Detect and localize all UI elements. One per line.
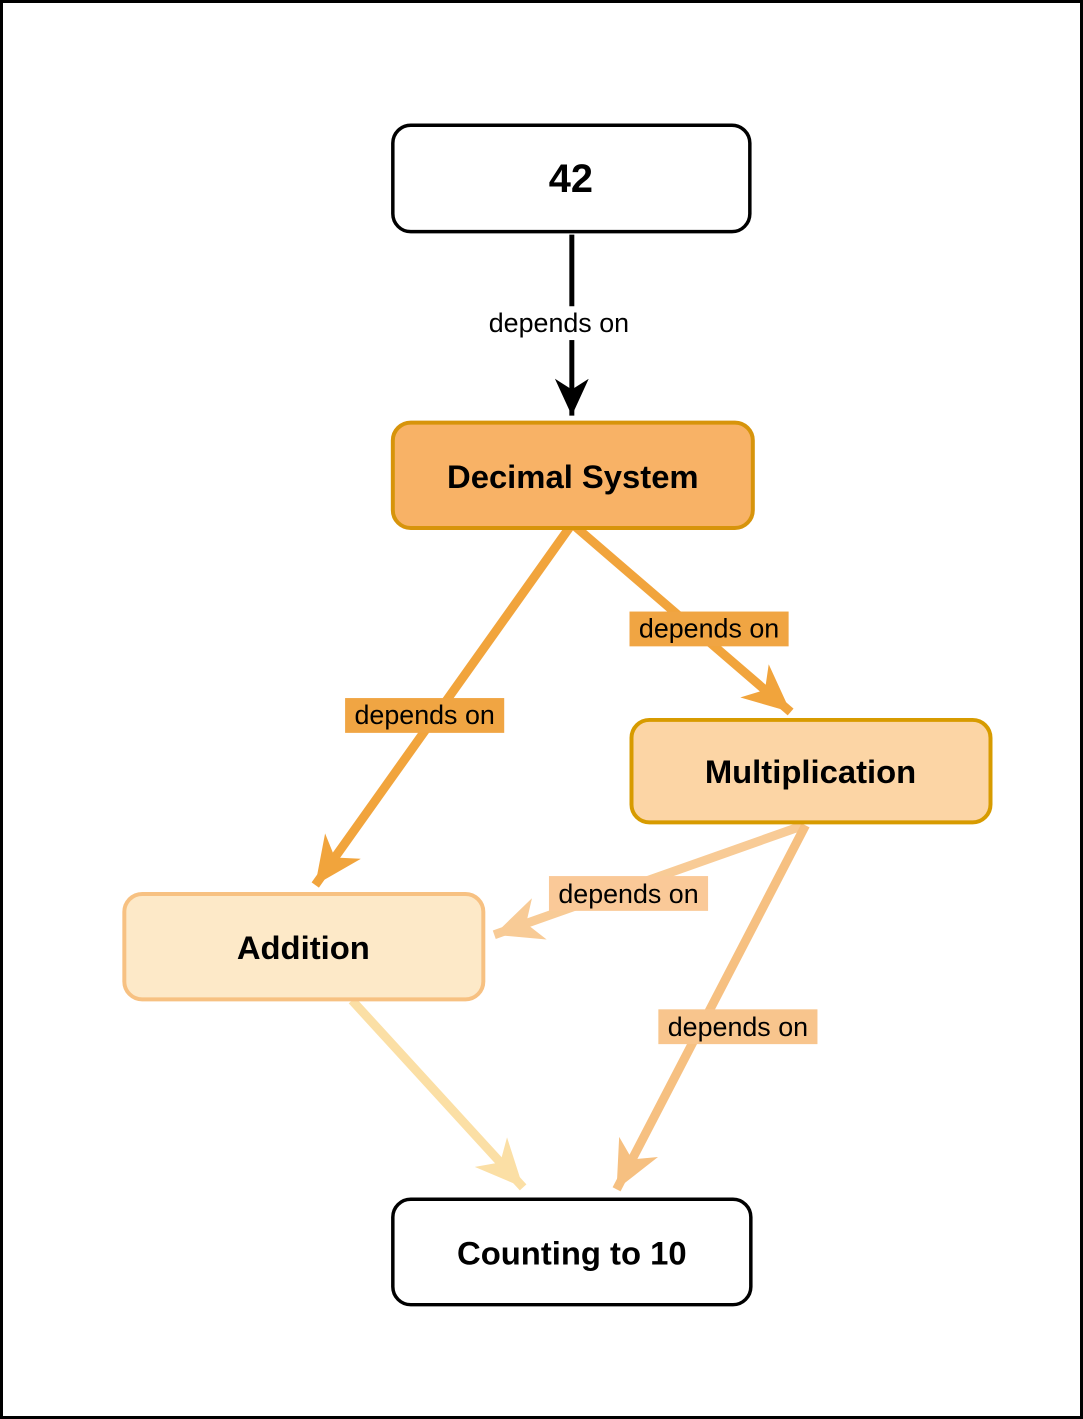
node-addition: Addition xyxy=(122,891,486,1002)
node-box xyxy=(122,891,486,1002)
node-label: Decimal System xyxy=(447,458,699,495)
node-42: 42 xyxy=(391,123,752,234)
edge-labels-layer: depends on depends on depends on depends… xyxy=(345,306,818,1045)
edge-label-text: depends on xyxy=(639,613,779,643)
node-label: 42 xyxy=(549,157,593,201)
edge-label-bg xyxy=(479,306,639,341)
edge-label: depends on xyxy=(658,1009,818,1045)
edge-addition-counting-to-10 xyxy=(348,997,527,1191)
dependency-graph: depends on depends on depends on depends… xyxy=(122,123,993,1307)
edge-label-bg xyxy=(345,698,505,733)
edge-label: depends on xyxy=(345,698,505,733)
edge-multiplication-counting-to-10 xyxy=(612,823,810,1192)
node-label: Multiplication xyxy=(705,753,916,790)
edge-label-bg xyxy=(548,876,709,911)
edge-label-text: depends on xyxy=(558,879,698,909)
node-box xyxy=(629,717,993,825)
node-box xyxy=(390,420,755,531)
edge-label: depends on xyxy=(629,611,789,647)
edge-label-text: depends on xyxy=(668,1012,808,1042)
node-box xyxy=(391,123,752,234)
nodes-layer: 42 Decimal System Multiplication Additio… xyxy=(122,123,993,1307)
edge-label-bg xyxy=(629,611,789,647)
node-decimal-system: Decimal System xyxy=(390,420,755,531)
edge-label-text: depends on xyxy=(354,700,494,730)
node-counting-to-10: Counting to 10 xyxy=(391,1197,753,1307)
edge-label-text: depends on xyxy=(489,308,629,338)
edge-label: depends on xyxy=(548,876,709,911)
node-box xyxy=(391,1197,753,1307)
node-label: Addition xyxy=(237,929,370,966)
node-multiplication: Multiplication xyxy=(629,717,993,825)
edge-label: depends on xyxy=(479,306,639,341)
node-label: Counting to 10 xyxy=(457,1234,687,1271)
edge-label-bg xyxy=(658,1009,818,1045)
